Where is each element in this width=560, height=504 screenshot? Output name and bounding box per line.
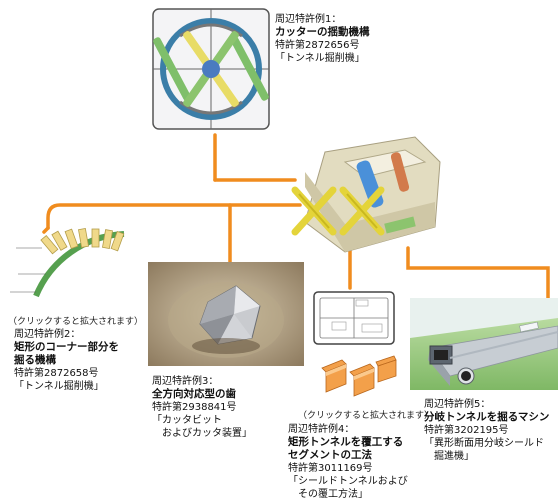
example-5-title: 分岐トンネルを掘るマシン <box>424 411 550 423</box>
corner-mechanism-diagram[interactable] <box>6 226 132 306</box>
example-4-title-line-1: 矩形トンネルを覆工する <box>288 436 404 448</box>
example-4-heading: 周辺特許例4： <box>288 424 355 435</box>
example-3-name-line-2: およびカッタ装置」 <box>152 428 252 439</box>
example-4-title-line-2: セグメントの工法 <box>288 449 372 461</box>
segment-drawing[interactable] <box>316 350 400 402</box>
example-3-title: 全方向対応型の歯 <box>152 388 236 400</box>
example-3-number: 特許第2938841号 <box>152 402 237 413</box>
connector-5 <box>406 246 550 302</box>
patent-example-3[interactable]: 周辺特許例3： 全方向対応型の歯 特許第2938841号 「カッタビット および… <box>152 375 252 440</box>
cutter-bit-photo[interactable] <box>148 262 304 366</box>
example-5-name-line-1: 「異形断面用分岐シールド <box>424 438 544 449</box>
rectangular-tunnel-machine <box>285 132 445 262</box>
example-5-number: 特許第3202195号 <box>424 425 509 436</box>
example-3-name-line-1: 「カッタビット <box>152 415 222 426</box>
example-5-name-line-2: 掘進機」 <box>424 451 474 462</box>
example-4-name-line-2: その覆工方法」 <box>288 489 368 500</box>
example-1-title: カッターの揺動機構 <box>275 26 370 38</box>
example-1-name: 「トンネル掘削機」 <box>275 53 365 64</box>
example-5-heading: 周辺特許例5： <box>424 399 491 410</box>
example-2-title-line-1: 矩形のコーナー部分を <box>14 341 119 353</box>
patent-example-1[interactable]: 周辺特許例1： カッターの揺動機構 特許第2872656号 「トンネル掘削機」 <box>275 13 370 65</box>
example-3-heading: 周辺特許例3： <box>152 376 219 387</box>
example-4-number: 特許第3011169号 <box>288 463 373 474</box>
branch-tunnel-machine-render[interactable] <box>410 298 558 390</box>
example-1-number: 特許第2872656号 <box>275 40 360 51</box>
example-2-heading: 周辺特許例2： <box>14 329 81 340</box>
patent-example-2[interactable]: 周辺特許例2： 矩形のコーナー部分を 掘る機構 特許第2872658号 「トンネ… <box>14 328 119 393</box>
enlarge-note-left: （クリックすると拡大されます） <box>8 317 144 327</box>
example-4-name-line-1: 「シールドトンネルおよび <box>288 476 408 487</box>
tunnel-section-drawing[interactable] <box>312 290 396 346</box>
example-2-number: 特許第2872658号 <box>14 368 99 379</box>
enlarge-note-middle: （クリックすると拡大されます） <box>298 411 434 421</box>
example-2-name: 「トンネル掘削機」 <box>14 381 104 392</box>
patent-example-4[interactable]: 周辺特許例4： 矩形トンネルを覆工する セグメントの工法 特許第3011169号… <box>288 423 408 501</box>
connector-2 <box>46 203 302 230</box>
example-2-title-line-2: 掘る機構 <box>14 354 56 366</box>
example-1-heading: 周辺特許例1： <box>275 14 342 25</box>
cutter-swing-diagram[interactable] <box>150 6 272 132</box>
patent-example-5[interactable]: 周辺特許例5： 分岐トンネルを掘るマシン 特許第3202195号 「異形断面用分… <box>424 398 549 463</box>
